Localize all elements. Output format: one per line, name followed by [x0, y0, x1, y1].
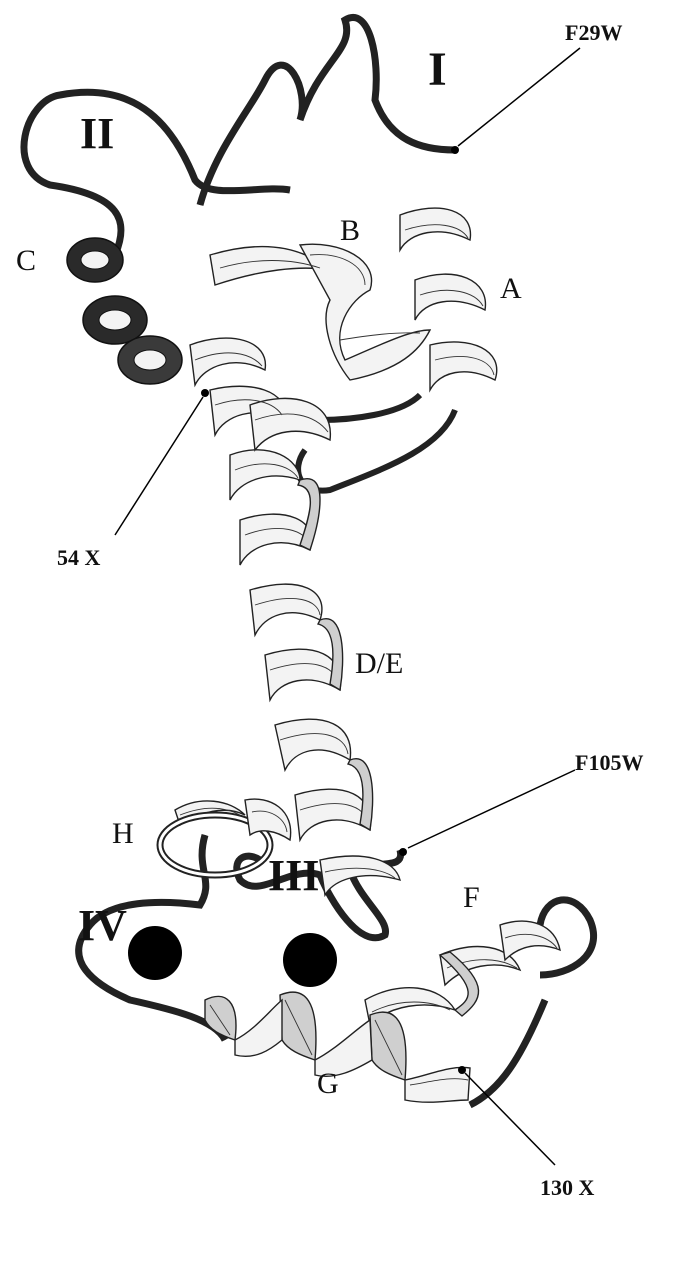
calcium-ion-IV [128, 926, 182, 980]
helix-F [365, 921, 560, 1025]
domain-label-III: III [268, 851, 319, 900]
loop-domain-II [24, 92, 290, 255]
helix-label-DE: D/E [355, 647, 403, 680]
helix-A [400, 208, 497, 390]
helix-label-H: H [112, 817, 134, 850]
calcium-ion-III [283, 933, 337, 987]
loop-connector-A-B [298, 395, 455, 491]
loop-domain-I [200, 17, 455, 205]
domain-label-IV: IV [78, 901, 127, 950]
mutation-label-f29w: F29W [565, 20, 622, 45]
domain-label-I: I [428, 43, 447, 96]
domain-label-II: II [80, 109, 114, 158]
marker-f29w [451, 48, 580, 154]
helix-label-G: G [317, 1067, 339, 1100]
marker-130x [458, 1066, 555, 1165]
mutation-label-54x: 54 X [57, 545, 101, 570]
marker-54x [115, 389, 209, 535]
helix-label-B: B [340, 214, 360, 247]
mutation-label-130x: 130 X [540, 1175, 595, 1200]
marker-f105w [399, 770, 575, 856]
mutation-label-f105w: F105W [575, 750, 643, 775]
helix-label-C: C [16, 244, 36, 277]
helix-C [67, 238, 330, 450]
helix-label-A: A [500, 272, 522, 305]
helix-label-F: F [463, 881, 480, 914]
